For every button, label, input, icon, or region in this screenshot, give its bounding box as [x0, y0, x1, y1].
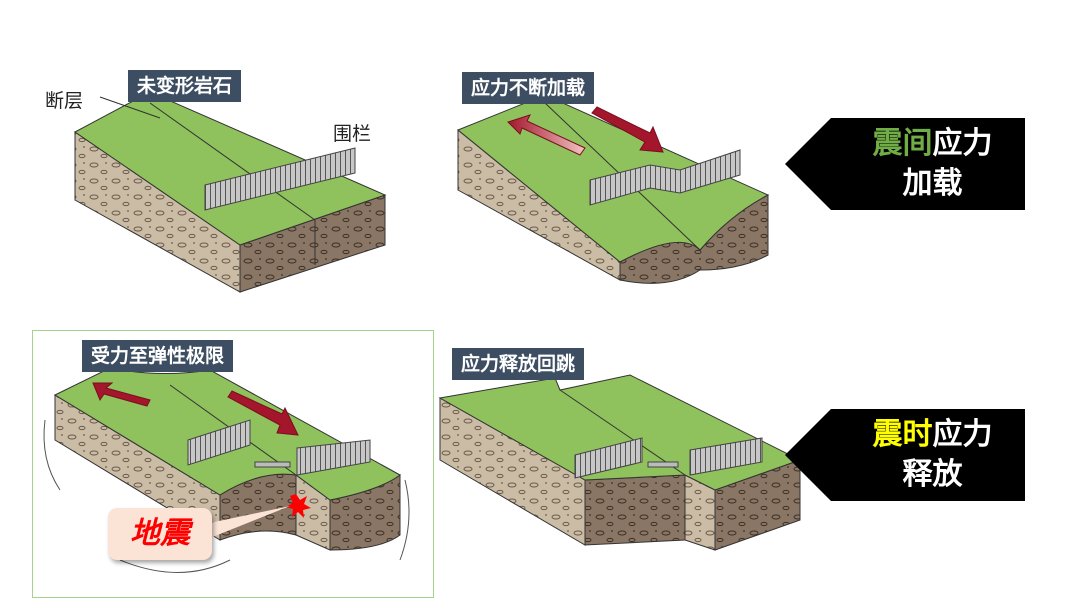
block-loading: [457, 94, 770, 284]
label-undeformed-rock: 未变形岩石: [128, 70, 242, 102]
highlight-frame: [32, 330, 434, 598]
banner-highlight: 震间: [872, 126, 933, 161]
block-elastic-limit: [43, 367, 410, 573]
label-fence: 围栏: [333, 123, 372, 145]
label-elastic-limit: 受力至弹性极限: [82, 340, 234, 372]
banner-rest: 应力: [932, 417, 993, 452]
banner-rest: 应力: [932, 126, 993, 161]
stress-arrow-right: [591, 106, 664, 153]
stress-arrow-left: [507, 114, 586, 156]
label-stress-loading: 应力不断加载: [462, 72, 595, 104]
rupture-burst-icon: [286, 494, 311, 518]
banner-coseismic-release: 震时应力释放: [785, 409, 1025, 501]
banner-highlight: 震时: [872, 417, 933, 452]
label-stress-release: 应力释放回跳: [452, 348, 585, 380]
banner-interseismic-loading: 震间应力加载: [785, 118, 1025, 210]
banner-line2: 加载: [902, 166, 963, 201]
earthquake-callout: 地震: [108, 508, 212, 560]
block-rebound: [438, 374, 802, 551]
label-fault: 断层: [45, 90, 84, 112]
banner-line2: 释放: [902, 457, 963, 492]
block-undeformed: [74, 91, 387, 293]
